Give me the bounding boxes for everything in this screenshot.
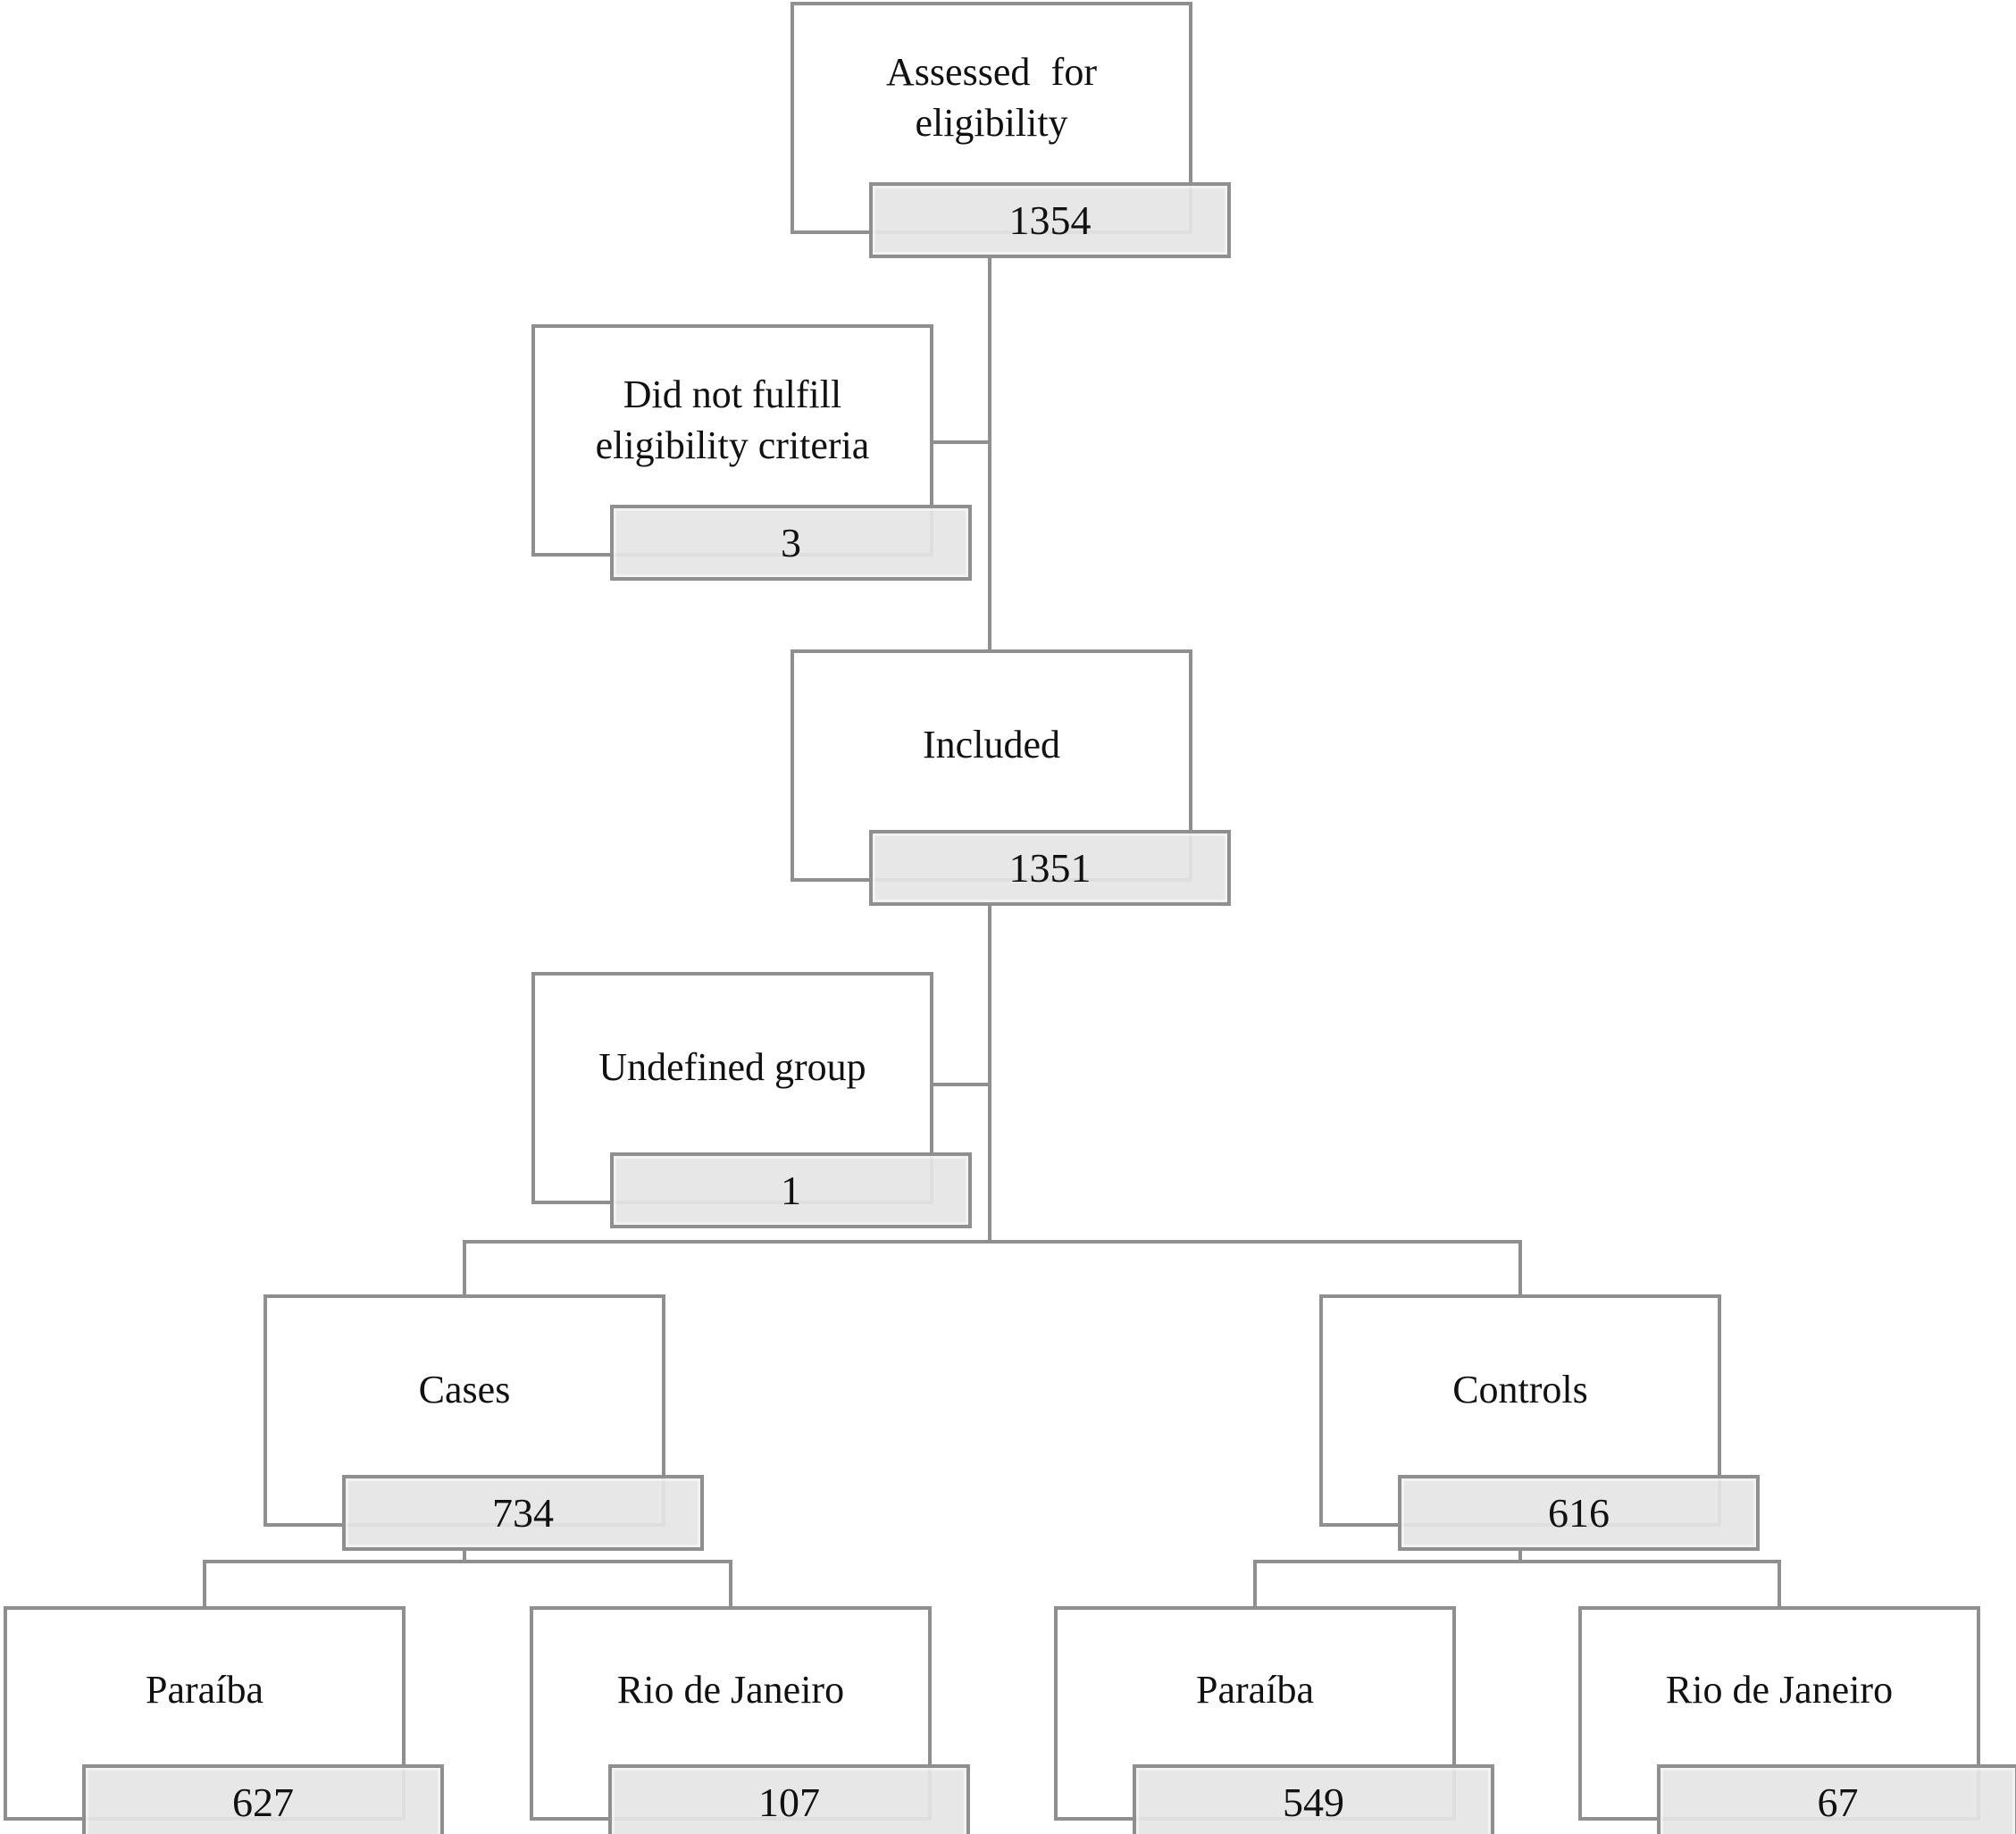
count-bar-controls-paraiba: 549 xyxy=(1133,1764,1494,1834)
count-cases-paraiba: 627 xyxy=(232,1780,294,1825)
count-bar-included: 1351 xyxy=(869,830,1231,906)
connector-drop-to-controls-rio xyxy=(1778,1560,1781,1606)
connector-drop-to-controls xyxy=(1518,1240,1522,1294)
count-bar-assessed: 1354 xyxy=(869,182,1231,258)
count-bar-cases-rio: 107 xyxy=(608,1764,970,1834)
count-bar-cases-paraiba: 627 xyxy=(82,1764,444,1834)
node-controls-paraiba-label: Paraíba xyxy=(1196,1668,1314,1713)
count-assessed: 1354 xyxy=(1008,197,1092,243)
count-bar-not-eligible: 3 xyxy=(610,505,972,581)
node-not-eligible-label: Did not fulfill eligibility criteria xyxy=(595,372,870,467)
connector-undefined-group-branch xyxy=(933,1083,991,1086)
count-controls-rio: 67 xyxy=(1817,1780,1859,1825)
node-included-label: Included xyxy=(923,723,1060,767)
connector-drop-to-cases xyxy=(463,1240,466,1294)
count-controls: 616 xyxy=(1548,1490,1610,1536)
node-cases-rio-label: Rio de Janeiro xyxy=(616,1668,845,1713)
count-bar-undefined-group: 1 xyxy=(610,1152,972,1228)
count-cases: 734 xyxy=(492,1490,554,1536)
connector-controls-split-horizontal xyxy=(1253,1560,1781,1563)
node-controls-label: Controls xyxy=(1452,1368,1588,1412)
count-controls-paraiba: 549 xyxy=(1283,1780,1344,1825)
connector-not-eligible-branch xyxy=(933,440,991,444)
count-undefined-group: 1 xyxy=(781,1168,801,1213)
connector-drop-to-controls-paraiba xyxy=(1253,1560,1257,1606)
node-undefined-group-label: Undefined group xyxy=(598,1045,866,1090)
count-cases-rio: 107 xyxy=(758,1780,820,1825)
connector-cases-split-horizontal xyxy=(203,1560,732,1563)
count-included: 1351 xyxy=(1008,845,1092,891)
connector-drop-to-cases-paraiba xyxy=(203,1560,206,1606)
count-bar-controls-rio: 67 xyxy=(1657,1764,2016,1834)
node-controls-rio-label: Rio de Janeiro xyxy=(1665,1668,1894,1713)
connector-drop-to-cases-rio xyxy=(729,1560,732,1606)
connector-split-horizontal xyxy=(463,1240,1522,1244)
count-not-eligible: 3 xyxy=(781,520,801,565)
count-bar-controls: 616 xyxy=(1398,1475,1760,1551)
count-bar-cases: 734 xyxy=(342,1475,704,1551)
node-assessed-for-eligibility-label: Assessed for eligibility xyxy=(886,49,1097,145)
connector-controls-stem xyxy=(1518,1551,1522,1563)
connector-assessed-to-included xyxy=(988,258,991,649)
connector-included-to-split xyxy=(988,906,991,1242)
node-cases-paraiba-label: Paraíba xyxy=(146,1668,264,1713)
node-cases-label: Cases xyxy=(418,1368,511,1412)
connector-cases-stem xyxy=(463,1551,466,1563)
